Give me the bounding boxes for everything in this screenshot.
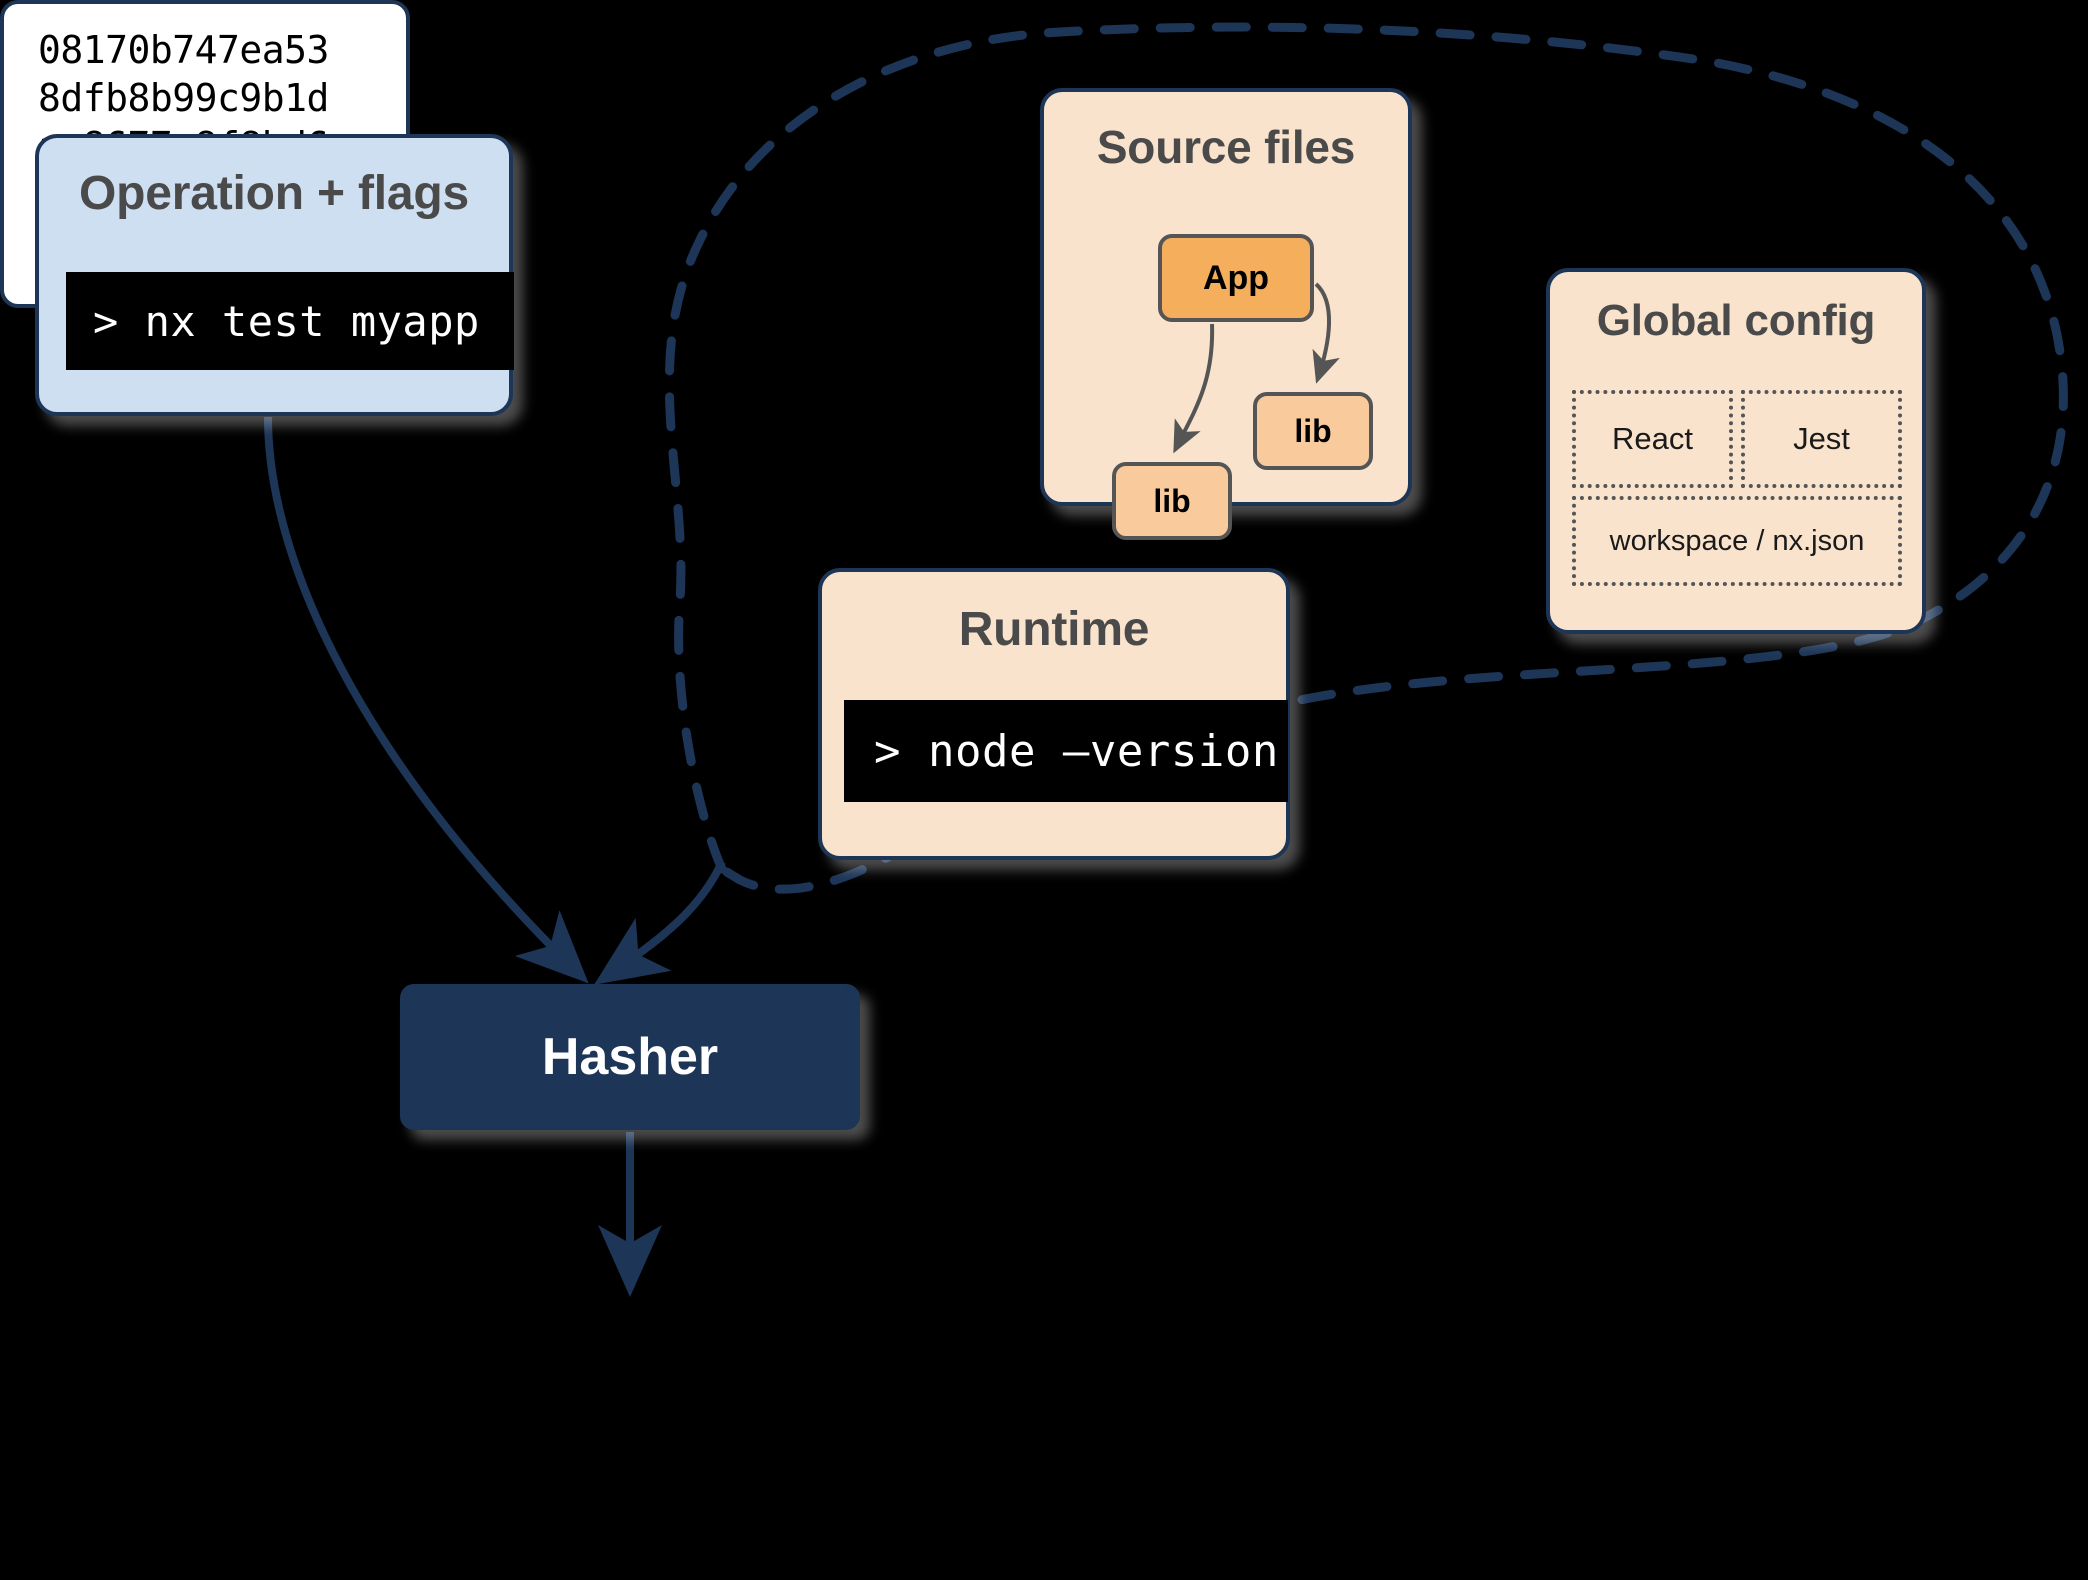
global-config-card: Global config React Jest workspace / nx.… — [1546, 268, 1926, 634]
global-config-grid: React Jest workspace / nx.json — [1572, 390, 1902, 594]
hash-line: 08170b747ea53 — [38, 28, 329, 72]
source-node-lib-right: lib — [1253, 392, 1373, 470]
edge-inputs-to-hasher — [594, 860, 726, 985]
global-config-row-top: React Jest — [1572, 390, 1902, 488]
source-files-title: Source files — [1096, 121, 1356, 173]
edge-operation-to-hasher — [264, 416, 589, 984]
operation-flags-card: Operation + flags > nx test myapp — [35, 134, 514, 416]
hasher-label: Hasher — [541, 1028, 719, 1086]
operation-flags-title: Operation + flags — [78, 167, 470, 220]
edge-app-to-lib-right — [1312, 282, 1340, 384]
source-node-lib-left-label: lib — [1153, 482, 1191, 519]
operation-terminal: > nx test myapp — [66, 272, 514, 370]
global-config-cell-react: React — [1572, 390, 1733, 488]
edge-app-to-lib-left — [1173, 323, 1215, 454]
runtime-card: Runtime > node –version — [818, 568, 1290, 860]
global-config-title: Global config — [1596, 296, 1876, 345]
global-config-row-bottom: workspace / nx.json — [1572, 496, 1902, 586]
source-node-app-label: App — [1202, 258, 1270, 297]
global-config-cell-jest: Jest — [1741, 390, 1902, 488]
source-node-lib-left: lib — [1112, 462, 1232, 540]
hasher-card: Hasher — [400, 984, 860, 1130]
global-config-cell-workspace: workspace / nx.json — [1572, 496, 1902, 586]
runtime-title: Runtime — [958, 603, 1150, 656]
runtime-terminal: > node –version — [844, 700, 1288, 802]
source-files-card: Source files App lib lib — [1040, 88, 1412, 540]
hash-line: 8dfb8b99c9b1d — [38, 76, 329, 120]
source-node-lib-right-label: lib — [1294, 412, 1332, 449]
source-node-app: App — [1158, 234, 1314, 322]
